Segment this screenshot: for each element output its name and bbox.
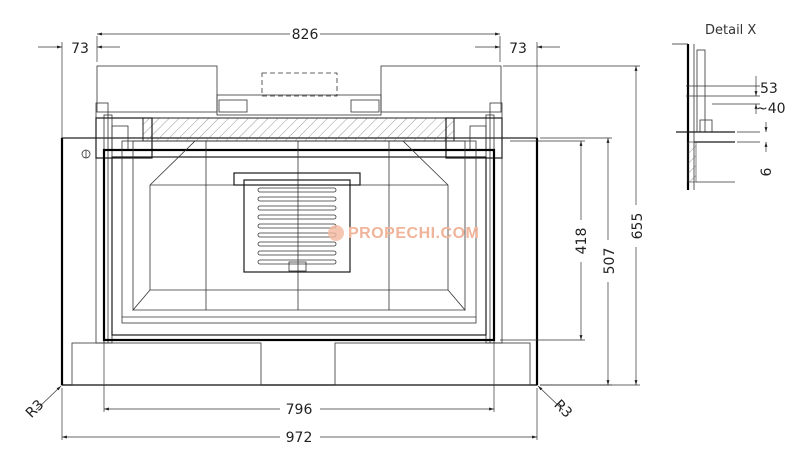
grate	[233, 172, 361, 273]
dim-label-507: 507	[602, 248, 618, 275]
top-housing	[96, 65, 502, 116]
grate-slot	[257, 241, 337, 247]
dim-inner-width: 796	[103, 342, 495, 418]
detail-dim-53: 53	[760, 81, 778, 97]
detail-dim-40: ~40	[756, 101, 786, 117]
radius-label-left: R3	[23, 397, 47, 421]
dim-label-972: 972	[286, 430, 313, 446]
grate-slot	[257, 250, 337, 256]
dim-height-inner: 418	[500, 140, 590, 341]
radius-label-right: R3	[551, 397, 575, 421]
radius-left: R3	[23, 385, 62, 421]
dim-label-655: 655	[630, 213, 646, 240]
dim-right-offset: 73	[475, 41, 560, 138]
grate-slot	[257, 187, 337, 193]
dim-label-796: 796	[286, 402, 313, 418]
dim-label-418: 418	[574, 228, 590, 255]
door-frame	[102, 148, 496, 342]
dim-overall-width: 972	[61, 388, 538, 446]
dim-label-73-left: 73	[71, 41, 89, 57]
dim-left-offset: 73	[38, 41, 120, 138]
grate-slot	[257, 232, 337, 238]
svg-text:PROPECHI.COM: PROPECHI.COM	[348, 225, 479, 242]
grate-slot	[257, 214, 337, 220]
watermark: PROPECHI.COM	[328, 225, 479, 242]
dim-height-mid: 507	[540, 137, 618, 386]
detail-dim-6: 6	[759, 167, 775, 176]
detail-x: Detail X 53 ~40 6	[672, 23, 786, 190]
grate-slot	[257, 259, 337, 265]
grate-slot	[257, 205, 337, 211]
dim-top-width: 826	[96, 27, 501, 62]
detail-title: Detail X	[705, 23, 756, 38]
grate-slot	[257, 196, 337, 202]
dim-height-overall: 655	[503, 65, 646, 386]
grate-slot	[257, 223, 337, 229]
radius-right: R3	[537, 385, 575, 421]
dim-label-826: 826	[292, 27, 319, 43]
top-slab-hatch	[142, 117, 455, 142]
dim-label-73-right: 73	[509, 41, 527, 57]
